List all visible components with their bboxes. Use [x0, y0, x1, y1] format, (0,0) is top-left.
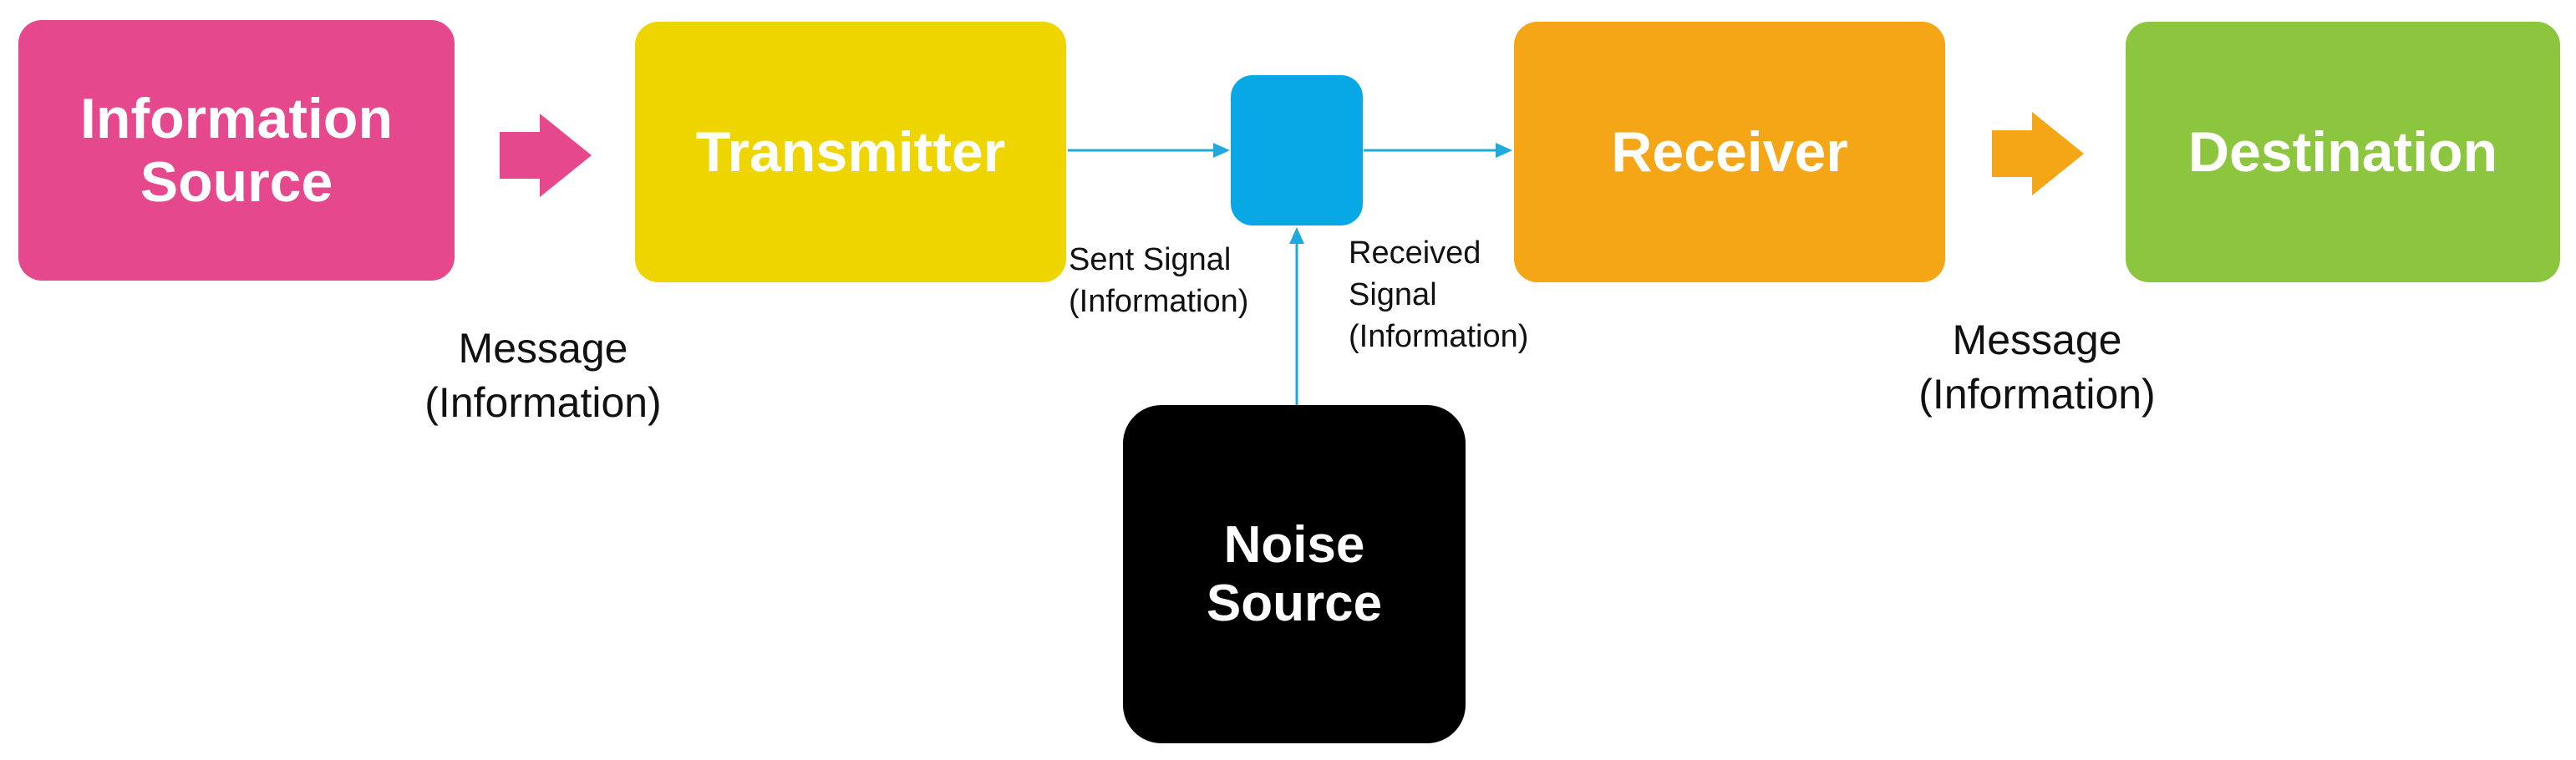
- receiver-label: Receiver: [1611, 119, 1848, 184]
- receiver-node: Receiver: [1514, 22, 1945, 282]
- sent-signal-arrowhead: [1213, 143, 1230, 158]
- message-right-caption: Message (Information): [1918, 317, 2156, 418]
- noise-source-node: Noise Source: [1123, 405, 1466, 743]
- destination-label: Destination: [2187, 119, 2498, 184]
- channel-node: [1231, 75, 1363, 225]
- information-source-label: Information Source: [80, 86, 393, 214]
- sent-signal-caption: Sent Signal (Information): [1069, 242, 1249, 320]
- noise-arrowhead: [1289, 227, 1304, 244]
- received-signal-caption: Received Signal (Information): [1349, 236, 1529, 355]
- transmitter-label: Transmitter: [695, 119, 1006, 184]
- destination-node: Destination: [2126, 22, 2560, 282]
- received-signal-arrowhead: [1496, 143, 1512, 158]
- transmitter-node: Transmitter: [635, 22, 1066, 282]
- message-left-caption: Message (Information): [424, 325, 662, 426]
- block-arrow-message-right: [1992, 112, 2084, 195]
- noise-source-label: Noise Source: [1206, 516, 1383, 632]
- block-arrow-message-left: [500, 114, 592, 197]
- information-source-node: Information Source: [18, 20, 455, 281]
